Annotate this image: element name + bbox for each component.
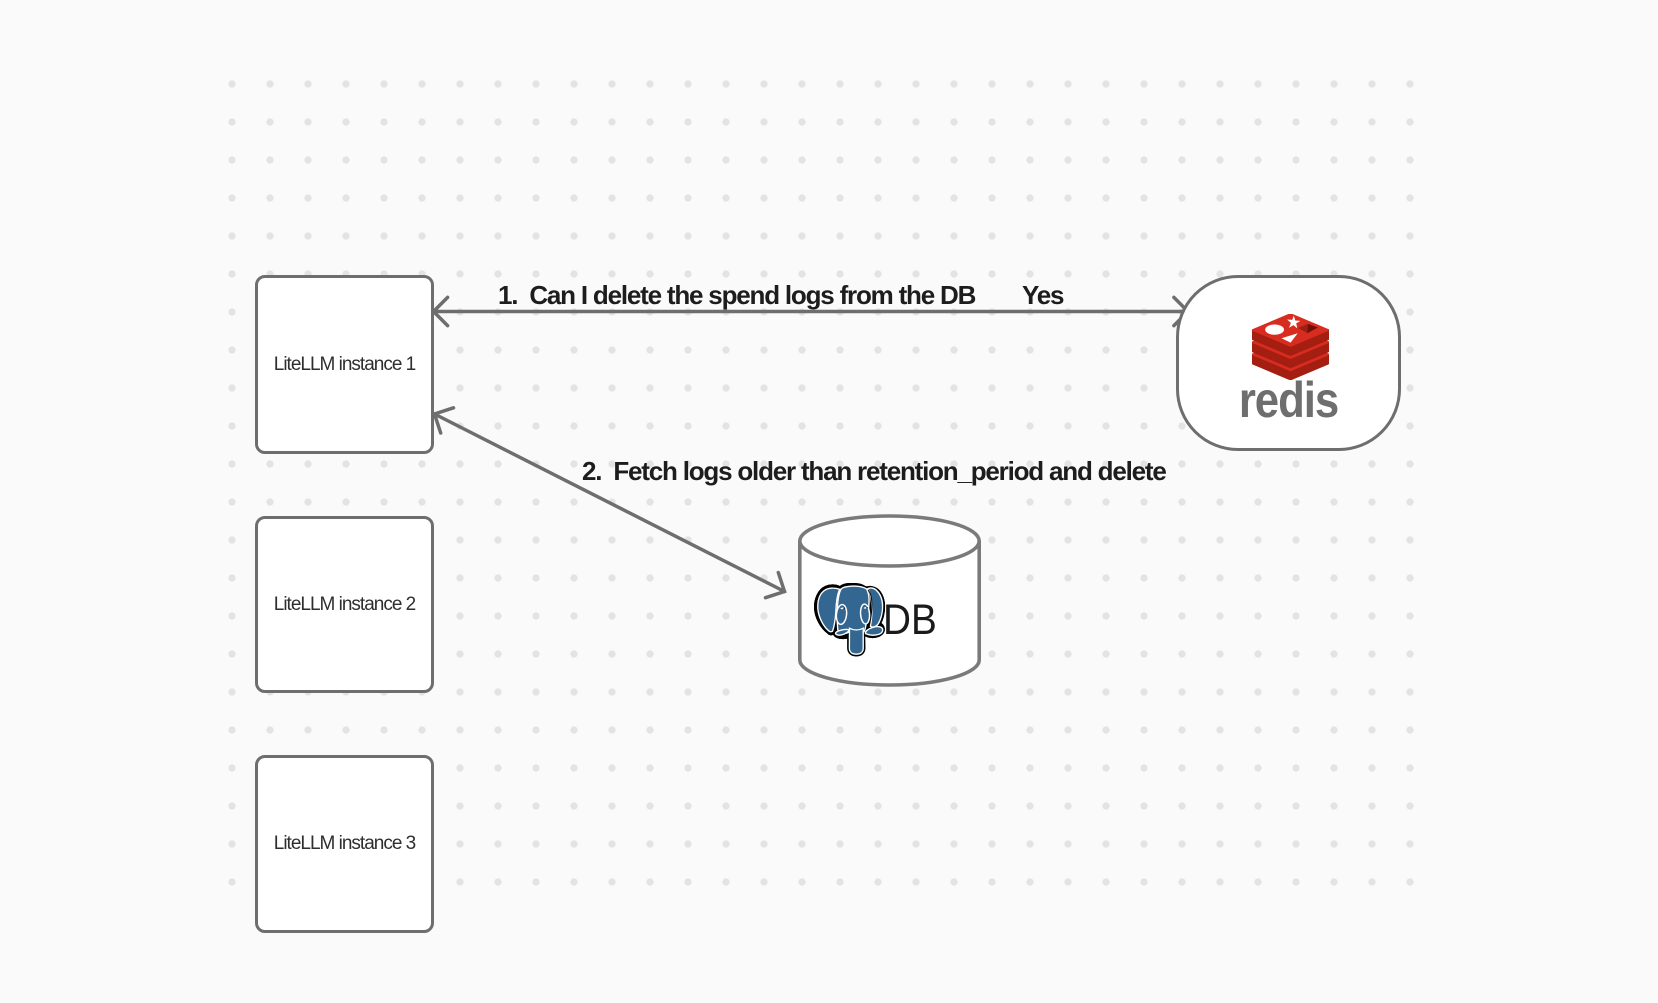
node-litellm-instance-3[interactable]: LiteLLM instance 3 bbox=[255, 755, 434, 933]
node-label: LiteLLM instance 2 bbox=[273, 593, 416, 615]
redis-wordmark: redis bbox=[1238, 372, 1339, 428]
node-database[interactable]: DB bbox=[798, 514, 981, 689]
node-label: LiteLLM instance 1 bbox=[273, 353, 416, 375]
arrow1-label[interactable]: 1. Can I delete the spend logs from the … bbox=[498, 279, 976, 310]
postgresql-logo-icon bbox=[812, 582, 886, 658]
arrow2-label[interactable]: 2. Fetch logs older than retention_perio… bbox=[582, 455, 1167, 486]
arrow-2[interactable] bbox=[432, 406, 787, 600]
database-label: DB bbox=[883, 596, 937, 644]
node-redis[interactable]: redis bbox=[1176, 275, 1401, 451]
database-cylinder bbox=[798, 514, 981, 687]
node-litellm-instance-2[interactable]: LiteLLM instance 2 bbox=[255, 516, 434, 693]
arrow2-head-right-icon bbox=[763, 570, 787, 600]
node-litellm-instance-1[interactable]: LiteLLM instance 1 bbox=[255, 275, 434, 454]
redis-logo-icon bbox=[1252, 314, 1329, 380]
node-label: LiteLLM instance 3 bbox=[273, 833, 416, 854]
arrow2-head-left-icon bbox=[432, 406, 456, 435]
arrow2-line[interactable] bbox=[432, 412, 787, 594]
arrow1-response-label[interactable]: Yes bbox=[1022, 279, 1064, 310]
